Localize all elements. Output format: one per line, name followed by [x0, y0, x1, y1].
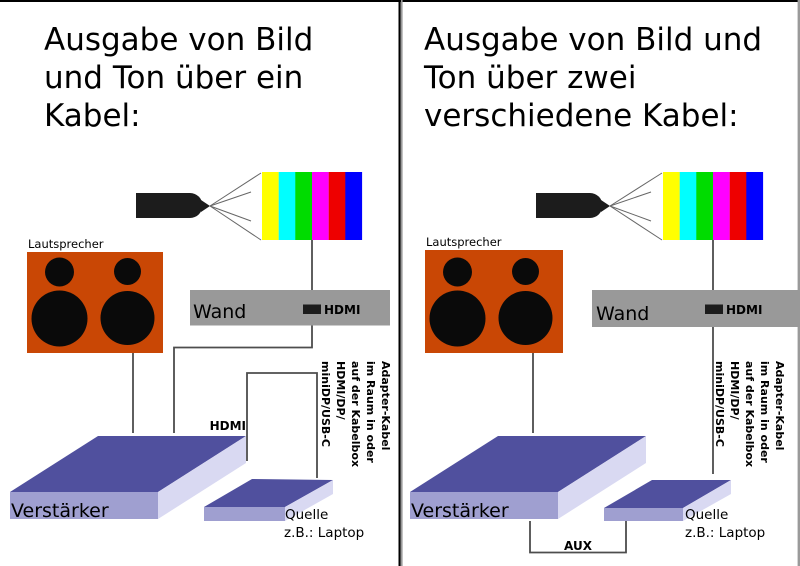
- speaker-icon: [27, 252, 163, 353]
- speaker-woofer: [100, 291, 155, 345]
- source-side-face: [285, 480, 333, 521]
- color-bar: [262, 172, 279, 240]
- speaker-icon: [425, 250, 563, 353]
- left-wall-hdmi-label: HDMI: [324, 303, 361, 317]
- left-title: Ausgabe von Bild und Ton über ein Kabel:: [44, 22, 314, 134]
- amplifier-front-face: [10, 492, 158, 519]
- color-bar: [663, 172, 680, 240]
- color-bar: [295, 172, 313, 240]
- speaker-woofer: [429, 290, 486, 347]
- amplifier-side-face: [558, 436, 646, 519]
- speaker-woofer: [498, 291, 553, 345]
- color-bars-screen: [663, 172, 764, 240]
- projector-lens-tip: [601, 200, 610, 212]
- right-panel-graphics: [410, 172, 800, 554]
- color-bar: [729, 172, 747, 240]
- right-adapter-cable-note: Adapter-Kabel im Raum in oder auf der Ka…: [713, 361, 786, 468]
- right-source-label: Quelle: [685, 507, 729, 523]
- color-bar: [345, 172, 363, 240]
- speaker-tweeter: [45, 257, 74, 287]
- speaker-woofer: [31, 290, 88, 347]
- amplifier-front-face: [410, 492, 558, 519]
- beam-ray: [209, 205, 262, 241]
- beam-ray: [209, 205, 252, 222]
- beam-ray: [209, 172, 262, 207]
- left-speaker-label: Lautsprecher: [28, 237, 104, 251]
- source-front-face: [604, 508, 683, 521]
- projector-icon: [136, 193, 203, 218]
- right-speaker-label: Lautsprecher: [426, 235, 502, 249]
- color-bar: [696, 172, 714, 240]
- left-source-label: Quelle: [285, 507, 329, 523]
- cable-aux-amp-to-source: [529, 521, 627, 554]
- speaker-tweeter: [114, 258, 141, 285]
- source-side-face: [683, 480, 731, 521]
- right-source-example-label: z.B.: Laptop: [685, 525, 766, 541]
- beam-ray: [609, 205, 663, 241]
- speaker-tweeter: [443, 257, 472, 287]
- right-aux-cable-label: AUX: [564, 539, 592, 553]
- right-wall-hdmi-label: HDMI: [726, 303, 763, 317]
- amplifier-side-face: [158, 436, 246, 519]
- source-top-face: [204, 479, 333, 507]
- left-source-example-label: z.B.: Laptop: [284, 525, 365, 541]
- projector-beam-rays: [609, 172, 663, 241]
- amplifier-top-face: [10, 436, 246, 492]
- left-hdmi-cable-label: HDMI: [209, 419, 246, 433]
- right-title: Ausgabe von Bild und Ton über zwei versc…: [424, 22, 763, 134]
- beam-ray: [609, 205, 652, 222]
- projector-beam-rays: [209, 172, 262, 241]
- source-top-face: [604, 480, 731, 508]
- right-wall-label: Wand: [596, 303, 650, 325]
- color-bar: [278, 172, 296, 240]
- cable-hdmi-amp-to-source: [246, 372, 318, 478]
- amplifier-box: [410, 436, 646, 519]
- amplifier-top-face: [410, 436, 646, 492]
- projector-icon: [536, 193, 603, 218]
- amplifier-box: [10, 436, 246, 519]
- cable-wall-to-amp: [173, 325, 313, 433]
- color-bar: [713, 172, 730, 240]
- left-cables: [132, 240, 318, 478]
- panel-divider: [398, 0, 401, 566]
- source-box: [604, 480, 731, 521]
- source-box: [204, 479, 333, 521]
- left-adapter-cable-note: Adapter-Kabel im Raum in oder auf der Ka…: [319, 361, 392, 468]
- left-wall-label: Wand: [193, 301, 247, 323]
- left-amplifier-label: Verstärker: [11, 500, 109, 522]
- speaker-tweeter: [512, 258, 539, 285]
- beam-ray: [209, 191, 252, 207]
- color-bars-screen: [262, 172, 363, 240]
- beam-ray: [609, 172, 663, 207]
- beam-ray: [609, 191, 652, 207]
- color-bar: [679, 172, 697, 240]
- projector-lens-tip: [201, 200, 210, 212]
- color-bar: [328, 172, 346, 240]
- hdmi-port-icon: [303, 304, 321, 314]
- left-panel-graphics: [10, 172, 390, 521]
- panel-divider-shadow: [401, 0, 403, 566]
- source-front-face: [204, 507, 285, 521]
- right-border: [797, 0, 800, 566]
- right-cables: [529, 240, 714, 554]
- hdmi-port-icon: [705, 304, 723, 314]
- color-bar: [746, 172, 764, 240]
- right-amplifier-label: Verstärker: [411, 500, 509, 522]
- color-bar: [312, 172, 329, 240]
- wall: [190, 290, 390, 326]
- wall: [592, 290, 800, 327]
